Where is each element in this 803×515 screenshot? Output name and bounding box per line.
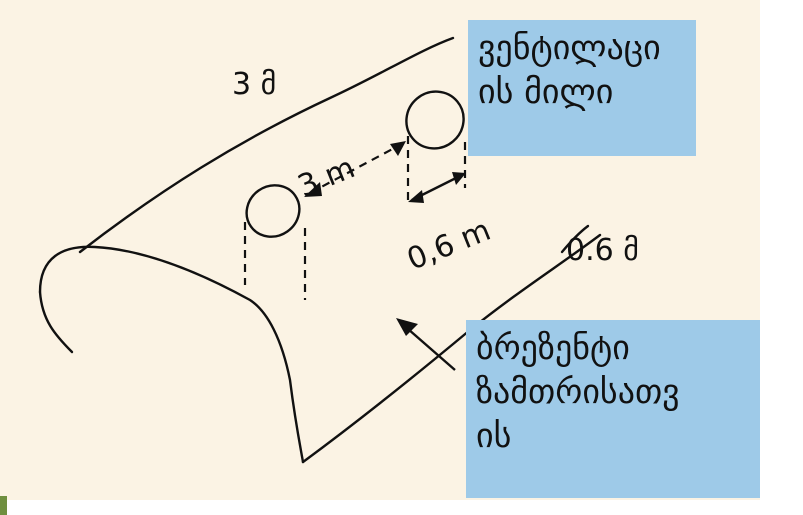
corner-decoration	[0, 496, 7, 515]
spacing-text: 3 m	[293, 150, 360, 204]
diameter-label: 0.6 მ	[566, 233, 639, 268]
tunnel-front-arch	[38, 245, 305, 464]
vent-pipe-label-box: ვენტილაცი ის მილი	[468, 20, 696, 156]
tarp-label: ბრეზენტი ზამთრისათვ ის	[476, 328, 680, 456]
spacing-dimension-line	[309, 144, 401, 194]
tunnel-ridge-line	[78, 36, 455, 254]
tarp-pointer-arrow-head	[396, 318, 418, 336]
spacing-arrow-head-left	[304, 182, 322, 197]
diameter-arrow-head-left	[408, 190, 424, 203]
pipe-diameter-text: 0,6 m	[402, 213, 495, 278]
tunnel-right-edge	[560, 224, 590, 254]
spacing-arrow-head-right	[390, 141, 406, 156]
diameter-arrow-head-right	[452, 172, 466, 185]
vent-pipe-near-top	[245, 184, 301, 238]
tarp-label-box: ბრეზენტი ზამთრისათვ ის	[466, 320, 760, 498]
tunnel-left-edge	[38, 290, 74, 354]
vent-pipe-far-top	[405, 90, 465, 150]
length-label: 3 მ	[232, 67, 277, 102]
vent-pipe-label: ვენტილაცი ის მილი	[478, 28, 661, 112]
